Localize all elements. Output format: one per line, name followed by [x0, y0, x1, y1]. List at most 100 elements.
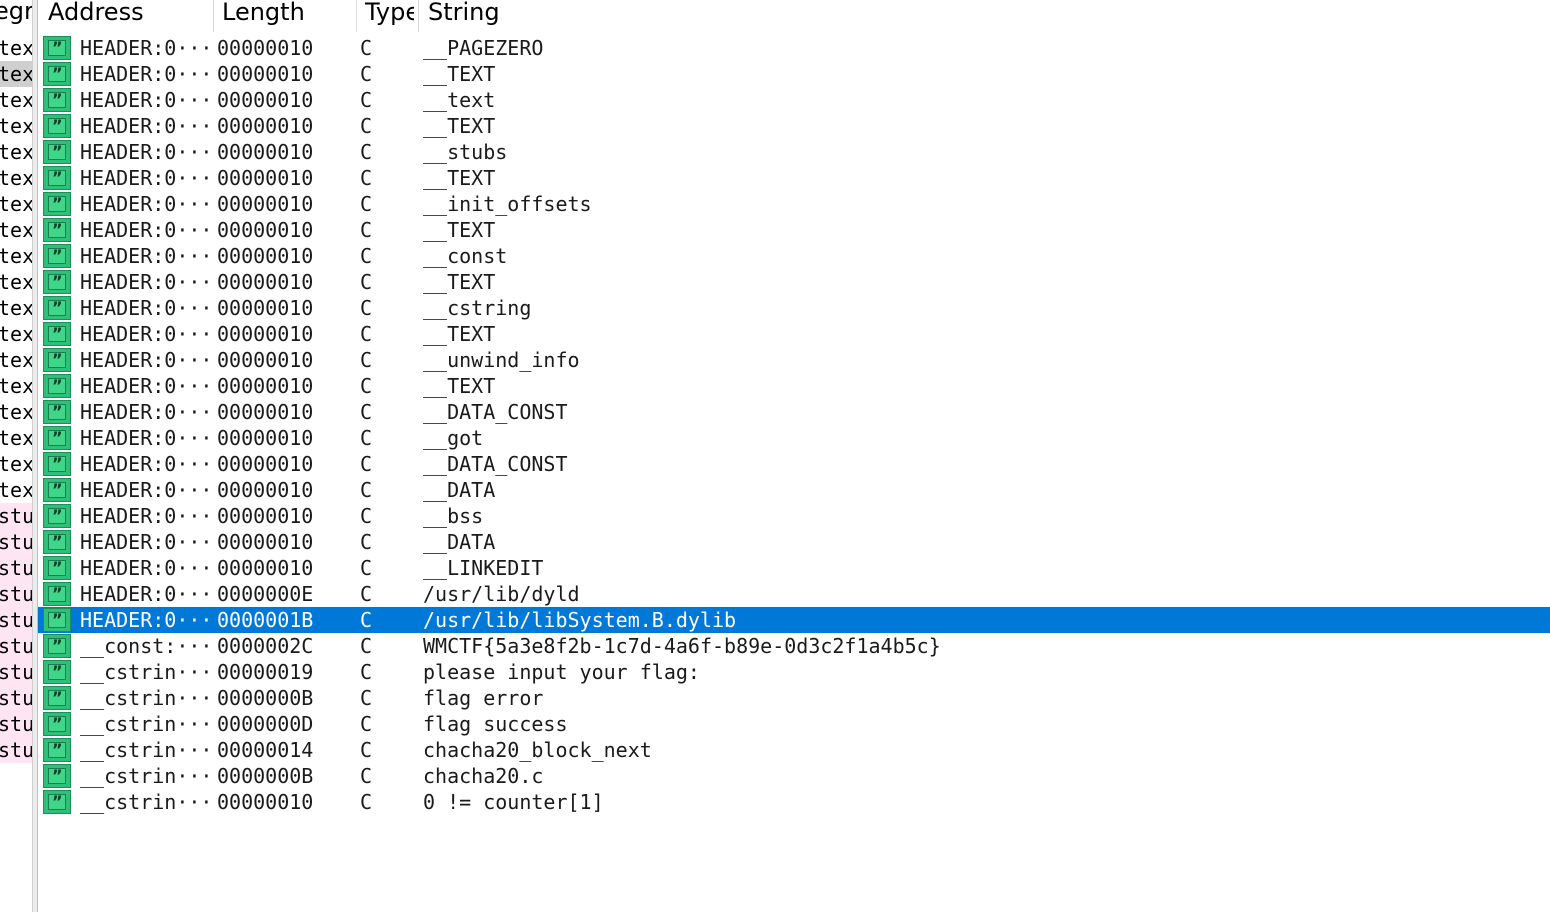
string-quote-icon: ”: [43, 504, 71, 528]
cell-length: 00000010: [217, 166, 314, 190]
segment-row[interactable]: stu: [0, 529, 34, 555]
cell-length: 00000010: [217, 192, 314, 216]
column-header-address[interactable]: Address: [48, 0, 144, 26]
segment-row-label: tex: [0, 348, 34, 372]
cell-address: HEADER:0···: [80, 62, 210, 86]
segment-row-label: stu: [0, 634, 34, 658]
segment-row[interactable]: tex: [0, 373, 34, 399]
cell-type: C: [360, 634, 373, 658]
string-quote-icon: ”: [43, 738, 71, 762]
string-quote-icon: ”: [43, 530, 71, 554]
segment-row[interactable]: tex: [0, 321, 34, 347]
segment-row-label: tex: [0, 36, 34, 60]
pane-splitter[interactable]: [32, 0, 38, 912]
cell-type: C: [360, 244, 373, 268]
cell-type: C: [360, 738, 373, 762]
cell-length: 00000010: [217, 140, 314, 164]
segment-row[interactable]: stu: [0, 737, 34, 763]
segment-row-label: tex: [0, 244, 34, 268]
segment-row[interactable]: stu: [0, 659, 34, 685]
segment-row[interactable]: tex: [0, 451, 34, 477]
segment-row[interactable]: stu: [0, 711, 34, 737]
segment-row[interactable]: stu: [0, 633, 34, 659]
segment-row[interactable]: tex: [0, 217, 34, 243]
segment-row[interactable]: tex: [0, 87, 34, 113]
segment-row-label: tex: [0, 322, 34, 346]
segment-row[interactable]: tex: [0, 113, 34, 139]
segment-row[interactable]: tex: [0, 191, 34, 217]
column-divider[interactable]: [213, 0, 214, 32]
cell-length: 00000010: [217, 270, 314, 294]
column-header-length[interactable]: Length: [222, 0, 305, 26]
segment-row-label: stu: [0, 608, 34, 632]
segment-row[interactable]: stu: [0, 555, 34, 581]
cell-string: __TEXT: [423, 166, 496, 190]
cell-length: 00000010: [217, 36, 314, 60]
cell-type: C: [360, 452, 373, 476]
segment-row[interactable]: tex: [0, 139, 34, 165]
segment-row[interactable]: tex: [0, 61, 34, 87]
cell-type: C: [360, 764, 373, 788]
segment-row[interactable]: tex: [0, 35, 34, 61]
segment-row[interactable]: tex: [0, 347, 34, 373]
column-divider[interactable]: [356, 0, 357, 32]
string-quote-icon: ”: [43, 374, 71, 398]
cell-type: C: [360, 322, 373, 346]
segment-row[interactable]: tex: [0, 399, 34, 425]
cell-type: C: [360, 582, 373, 606]
segments-header[interactable]: egr: [0, 0, 34, 25]
cell-type: C: [360, 192, 373, 216]
column-header-string[interactable]: String: [428, 0, 500, 26]
segment-row[interactable]: tex: [0, 425, 34, 451]
segment-row[interactable]: stu: [0, 607, 34, 633]
segment-row[interactable]: tex: [0, 295, 34, 321]
segment-row-label: tex: [0, 426, 34, 450]
segment-row[interactable]: stu: [0, 685, 34, 711]
cell-address: HEADER:0···: [80, 452, 210, 476]
segment-row-label: tex: [0, 270, 34, 294]
segment-row-label: tex: [0, 166, 34, 190]
segment-row[interactable]: tex: [0, 165, 34, 191]
string-quote-icon: ”: [43, 218, 71, 242]
string-quote-icon: ”: [43, 348, 71, 372]
cell-string: __stubs: [423, 140, 508, 164]
segment-row[interactable]: stu: [0, 503, 34, 529]
segment-row[interactable]: stu: [0, 581, 34, 607]
cell-address: HEADER:0···: [80, 374, 210, 398]
segment-row[interactable]: tex: [0, 477, 34, 503]
segment-row[interactable]: tex: [0, 269, 34, 295]
segment-row[interactable]: tex: [0, 243, 34, 269]
column-header-type[interactable]: Type: [365, 0, 414, 26]
column-divider[interactable]: [418, 0, 419, 32]
